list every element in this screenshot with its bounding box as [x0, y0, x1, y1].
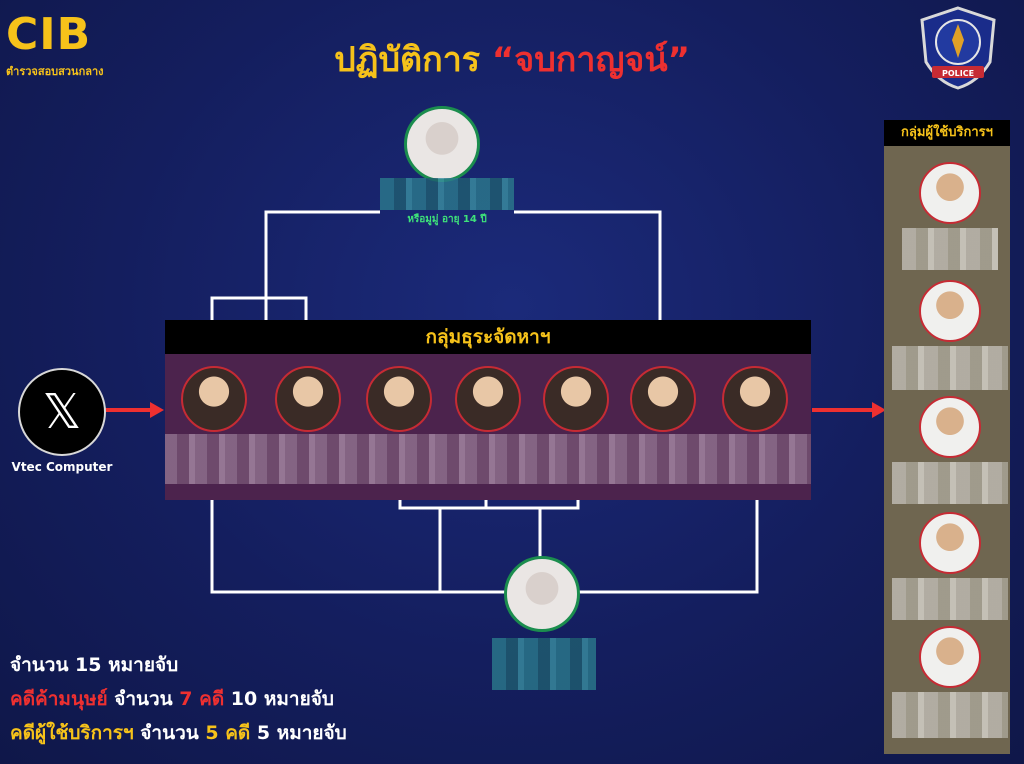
arrow-users	[812, 402, 886, 418]
stat-trafficking-word: จำนวน	[107, 688, 180, 710]
user-photo	[919, 280, 981, 342]
page-title: ปฏิบัติการ “จบกาญจน์”	[0, 32, 1024, 86]
stat-users-label: คดีผู้ใช้บริการฯ	[10, 722, 134, 744]
bottom-link-outer	[210, 500, 759, 594]
user-photo	[919, 162, 981, 224]
victim-bottom-name-redacted	[492, 638, 596, 690]
member-photo	[275, 366, 341, 432]
stat-trafficking-warrants: 10 หมายจับ	[224, 688, 334, 710]
svg-text:POLICE: POLICE	[942, 69, 974, 78]
stat-users: คดีผู้ใช้บริการฯ จำนวน 5 คดี 5 หมายจับ	[10, 718, 347, 748]
member-photo	[366, 366, 432, 432]
user-photo	[919, 512, 981, 574]
user-name-redacted	[892, 346, 1008, 390]
source-label: Vtec Computer	[11, 460, 113, 474]
cib-logo-subtitle: ตำรวจสอบสวนกลาง	[6, 65, 104, 78]
victim-bottom-photo	[504, 556, 580, 632]
arrow-source	[104, 402, 164, 418]
x-logo-icon: 𝕏	[18, 368, 106, 456]
member-photo	[181, 366, 247, 432]
title-prefix: ปฏิบัติการ	[334, 40, 481, 80]
user-name-redacted	[892, 462, 1008, 504]
stat-trafficking-cases: 7 คดี	[179, 688, 225, 710]
stat-users-cases: 5 คดี	[205, 722, 251, 744]
stat-users-warrants: 5 หมายจับ	[250, 722, 347, 744]
victim-link-right	[514, 210, 662, 365]
victim-top-photo	[404, 106, 480, 182]
stat-users-word: จำนวน	[133, 722, 206, 744]
stat-trafficking-label: คดีค้ามนุษย์	[10, 688, 108, 710]
user-photo	[919, 396, 981, 458]
users-title: กลุ่มผู้ใช้บริการฯ	[884, 120, 1010, 146]
member-photo	[455, 366, 521, 432]
user-name-redacted	[892, 692, 1008, 738]
member-names-redacted	[165, 434, 811, 484]
police-badge-icon: POLICE	[920, 6, 996, 90]
group-title: กลุ่มธุระจัดหาฯ	[165, 320, 811, 354]
member-photo	[722, 366, 788, 432]
user-name-redacted	[892, 578, 1008, 620]
victim-link-left	[264, 210, 380, 320]
victim-top-label: หรือมูมู่ อายุ 14 ปี	[407, 214, 487, 225]
victim-top-name-redacted	[380, 178, 514, 210]
stat-total-warrants: จำนวน 15 หมายจับ	[10, 654, 179, 676]
stat-trafficking: คดีค้ามนุษย์ จำนวน 7 คดี 10 หมายจับ	[10, 684, 334, 714]
user-name-redacted	[902, 228, 998, 270]
title-operation-name: “จบกาญจน์”	[491, 40, 690, 80]
cib-logo: CIB	[6, 9, 92, 60]
member-photo	[630, 366, 696, 432]
user-photo	[919, 626, 981, 688]
member-photo	[543, 366, 609, 432]
